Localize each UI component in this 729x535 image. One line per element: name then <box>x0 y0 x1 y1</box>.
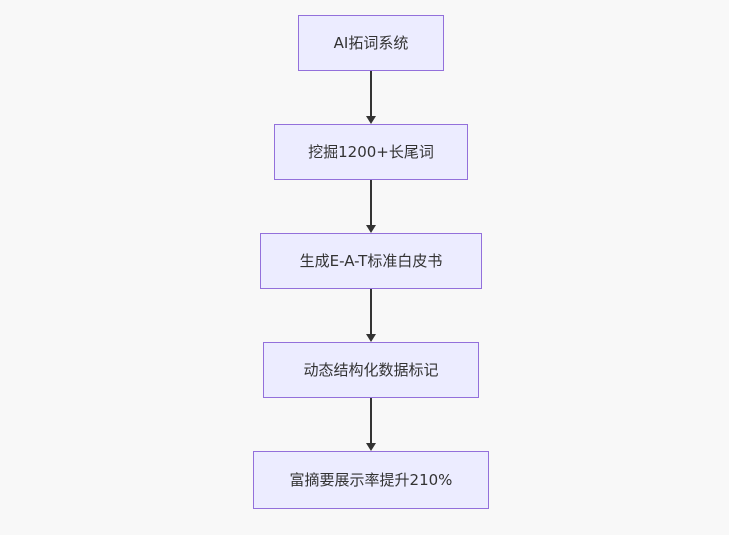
node-label: 富摘要展示率提升210% <box>289 470 453 489</box>
arrow-line <box>370 398 372 443</box>
flowchart-node-eat-whitepaper: 生成E-A-T标准白皮书 <box>260 233 482 289</box>
arrow-head-icon <box>366 443 376 451</box>
flowchart: AI拓词系统 挖掘1200+长尾词 生成E-A-T标准白皮书 动态结构化数据标记 <box>253 15 489 509</box>
node-label: 挖掘1200+长尾词 <box>308 142 434 161</box>
flowchart-node-rich-snippet-result: 富摘要展示率提升210% <box>253 451 489 509</box>
flowchart-edge <box>366 398 376 451</box>
arrow-head-icon <box>366 116 376 124</box>
node-label: 生成E-A-T标准白皮书 <box>299 251 443 270</box>
arrow-head-icon <box>366 225 376 233</box>
flowchart-node-longtail-mining: 挖掘1200+长尾词 <box>274 124 468 180</box>
flowchart-node-ai-keyword-system: AI拓词系统 <box>298 15 444 71</box>
arrow-line <box>370 180 372 225</box>
flowchart-edge <box>366 71 376 124</box>
arrow-head-icon <box>366 334 376 342</box>
arrow-line <box>370 71 372 116</box>
flowchart-node-structured-data: 动态结构化数据标记 <box>263 342 479 398</box>
flowchart-edge <box>366 180 376 233</box>
arrow-line <box>370 289 372 334</box>
node-label: AI拓词系统 <box>333 33 409 52</box>
node-label: 动态结构化数据标记 <box>303 360 439 379</box>
flowchart-edge <box>366 289 376 342</box>
